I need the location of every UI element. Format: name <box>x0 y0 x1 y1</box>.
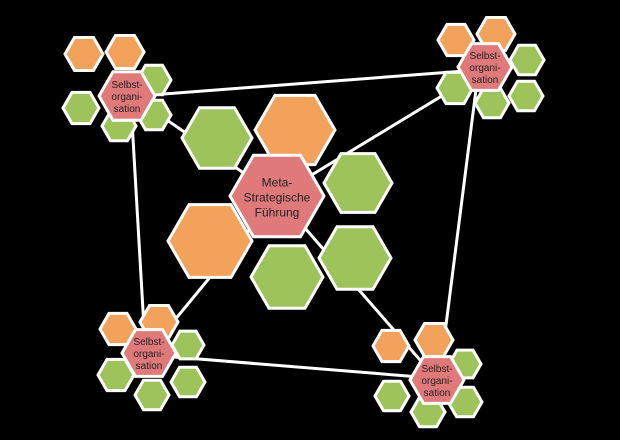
hex-bottom-right-2 <box>413 322 455 358</box>
hex-bottom-right-1 <box>371 328 411 364</box>
node-label-bottom-right-line-2: organi- <box>421 376 452 387</box>
link-right <box>438 73 480 373</box>
hex-top-right-main <box>456 42 514 92</box>
hex-top-left-2 <box>104 34 146 70</box>
hexagons <box>61 16 546 429</box>
hex-center-5 <box>249 244 325 310</box>
node-label-bottom-left-line-1: Selbst- <box>133 337 164 348</box>
hex-center-1 <box>180 106 254 170</box>
hex-top-right-3 <box>508 43 546 77</box>
center-label-line-3: Führung <box>255 205 300 219</box>
link-top <box>137 68 479 98</box>
hex-bottom-left-4 <box>169 365 207 399</box>
hex-center-3 <box>322 152 394 214</box>
node-label-top-left-line-2: organi- <box>111 92 142 103</box>
node-label-bottom-right-line-1: Selbst- <box>421 364 452 375</box>
hex-top-left-1 <box>63 36 105 72</box>
hex-top-left-main <box>97 70 157 122</box>
node-label-top-right-line-3: sation <box>472 75 499 86</box>
center-label-line-1: Meta- <box>262 175 293 189</box>
hex-center-4 <box>317 225 393 291</box>
hex-top-right-5 <box>473 86 511 120</box>
node-label-top-left-line-1: Selbst- <box>111 80 142 91</box>
node-label-top-right-line-2: organi- <box>469 63 500 74</box>
node-label-bottom-right-line-3: sation <box>424 388 451 399</box>
hex-bottom-right-6 <box>373 379 411 413</box>
node-label-bottom-left: Selbst-organi-sation <box>133 337 164 372</box>
hex-bottom-right-main <box>408 355 466 405</box>
hex-center-main <box>228 153 326 239</box>
node-label-top-left: Selbst-organi-sation <box>111 80 142 115</box>
node-label-top-right: Selbst-organi-sation <box>469 51 500 86</box>
link-left <box>129 103 147 346</box>
node-label-bottom-right: Selbst-organi-sation <box>421 364 452 399</box>
hex-bottom-left-3 <box>170 329 206 361</box>
hex-top-left-6 <box>61 90 101 126</box>
hex-bottom-left-5 <box>133 378 171 412</box>
node-label-top-right-line-1: Selbst- <box>469 51 500 62</box>
node-label-bottom-left-line-3: sation <box>136 361 163 372</box>
hex-center-2 <box>253 93 337 167</box>
hex-top-right-4 <box>507 79 545 113</box>
center-label-line-2: Strategische <box>244 190 311 204</box>
hex-bottom-left-main <box>120 328 178 378</box>
node-label-top-left-line-3: sation <box>114 104 141 115</box>
hex-center-6 <box>166 203 254 279</box>
node-label-bottom-left-line-2: organi- <box>133 349 164 360</box>
